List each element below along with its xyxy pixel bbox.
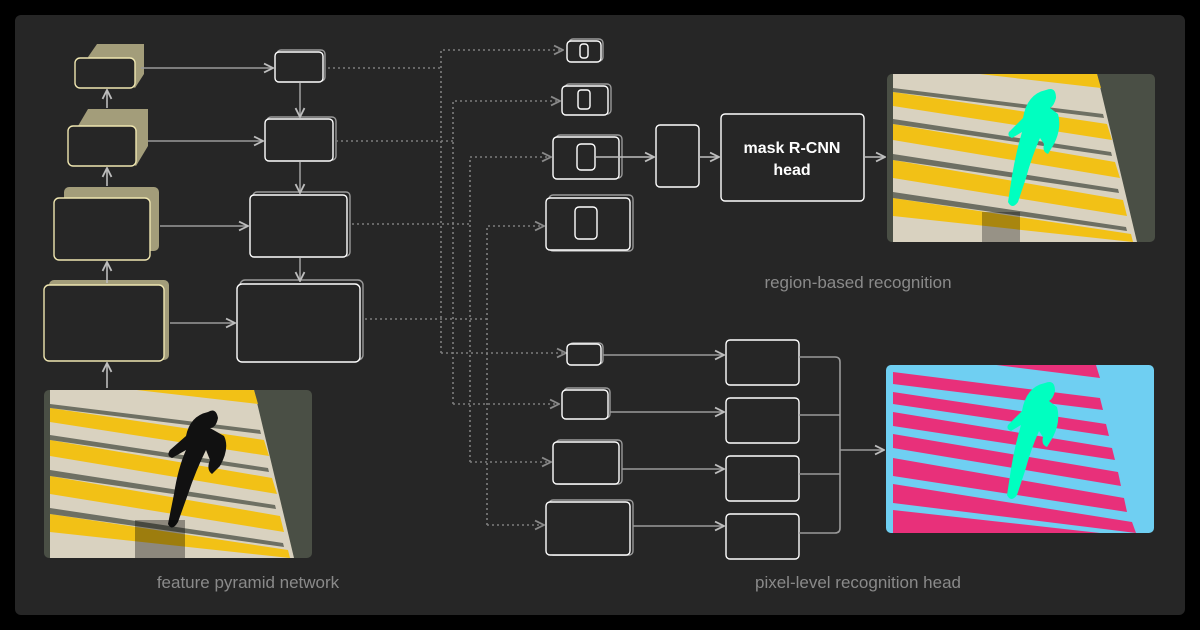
segmentation-output-image xyxy=(886,365,1154,533)
backbone-level-4 xyxy=(74,44,144,89)
person-segment xyxy=(1007,382,1059,499)
pyramid-level-1 xyxy=(236,279,364,363)
backbone-level-3 xyxy=(67,109,148,167)
caption-region-based-recognition: region-based recognition xyxy=(764,273,951,292)
backbone-level-2 xyxy=(53,187,159,261)
roi-level-4 xyxy=(566,38,604,63)
roi-align-box xyxy=(655,124,700,188)
lateral-connections xyxy=(141,68,300,323)
pixel-conv-1 xyxy=(725,513,800,560)
region-output-image xyxy=(887,74,1155,242)
pixel-input-3 xyxy=(561,387,611,420)
backbone xyxy=(43,44,169,388)
caption-pixel-level-recognition-head: pixel-level recognition head xyxy=(755,573,961,592)
pixel-conv-2 xyxy=(725,455,800,502)
roi-level-3 xyxy=(561,83,612,116)
pixel-input-1 xyxy=(545,499,634,556)
pixel-conv-4 xyxy=(725,339,800,386)
pixel-input-4 xyxy=(566,342,604,366)
backbone-level-1 xyxy=(43,280,169,362)
pyramid xyxy=(236,49,364,363)
roi-level-2 xyxy=(552,134,623,180)
pixel-connections xyxy=(603,355,884,534)
pixel-input-2 xyxy=(552,439,623,485)
input-image xyxy=(44,390,312,558)
pyramid-level-4 xyxy=(274,49,326,83)
mask-branch: mask R-CNN head xyxy=(595,113,885,202)
caption-feature-pyramid-network: feature pyramid network xyxy=(157,573,340,592)
pixel-conv-3 xyxy=(725,397,800,444)
dotted-routing xyxy=(328,50,566,525)
pixel-branches xyxy=(545,339,800,560)
roi-level-1 xyxy=(545,194,634,252)
mask-rcnn-head-box xyxy=(720,113,865,202)
mask-head-label-line2: head xyxy=(773,162,810,179)
region-proposals xyxy=(545,38,634,252)
mask-overlay xyxy=(1008,89,1060,206)
pyramid-level-2 xyxy=(249,191,351,258)
mask-head-label-line1: mask R-CNN xyxy=(744,140,841,157)
pyramid-level-3 xyxy=(264,116,337,162)
